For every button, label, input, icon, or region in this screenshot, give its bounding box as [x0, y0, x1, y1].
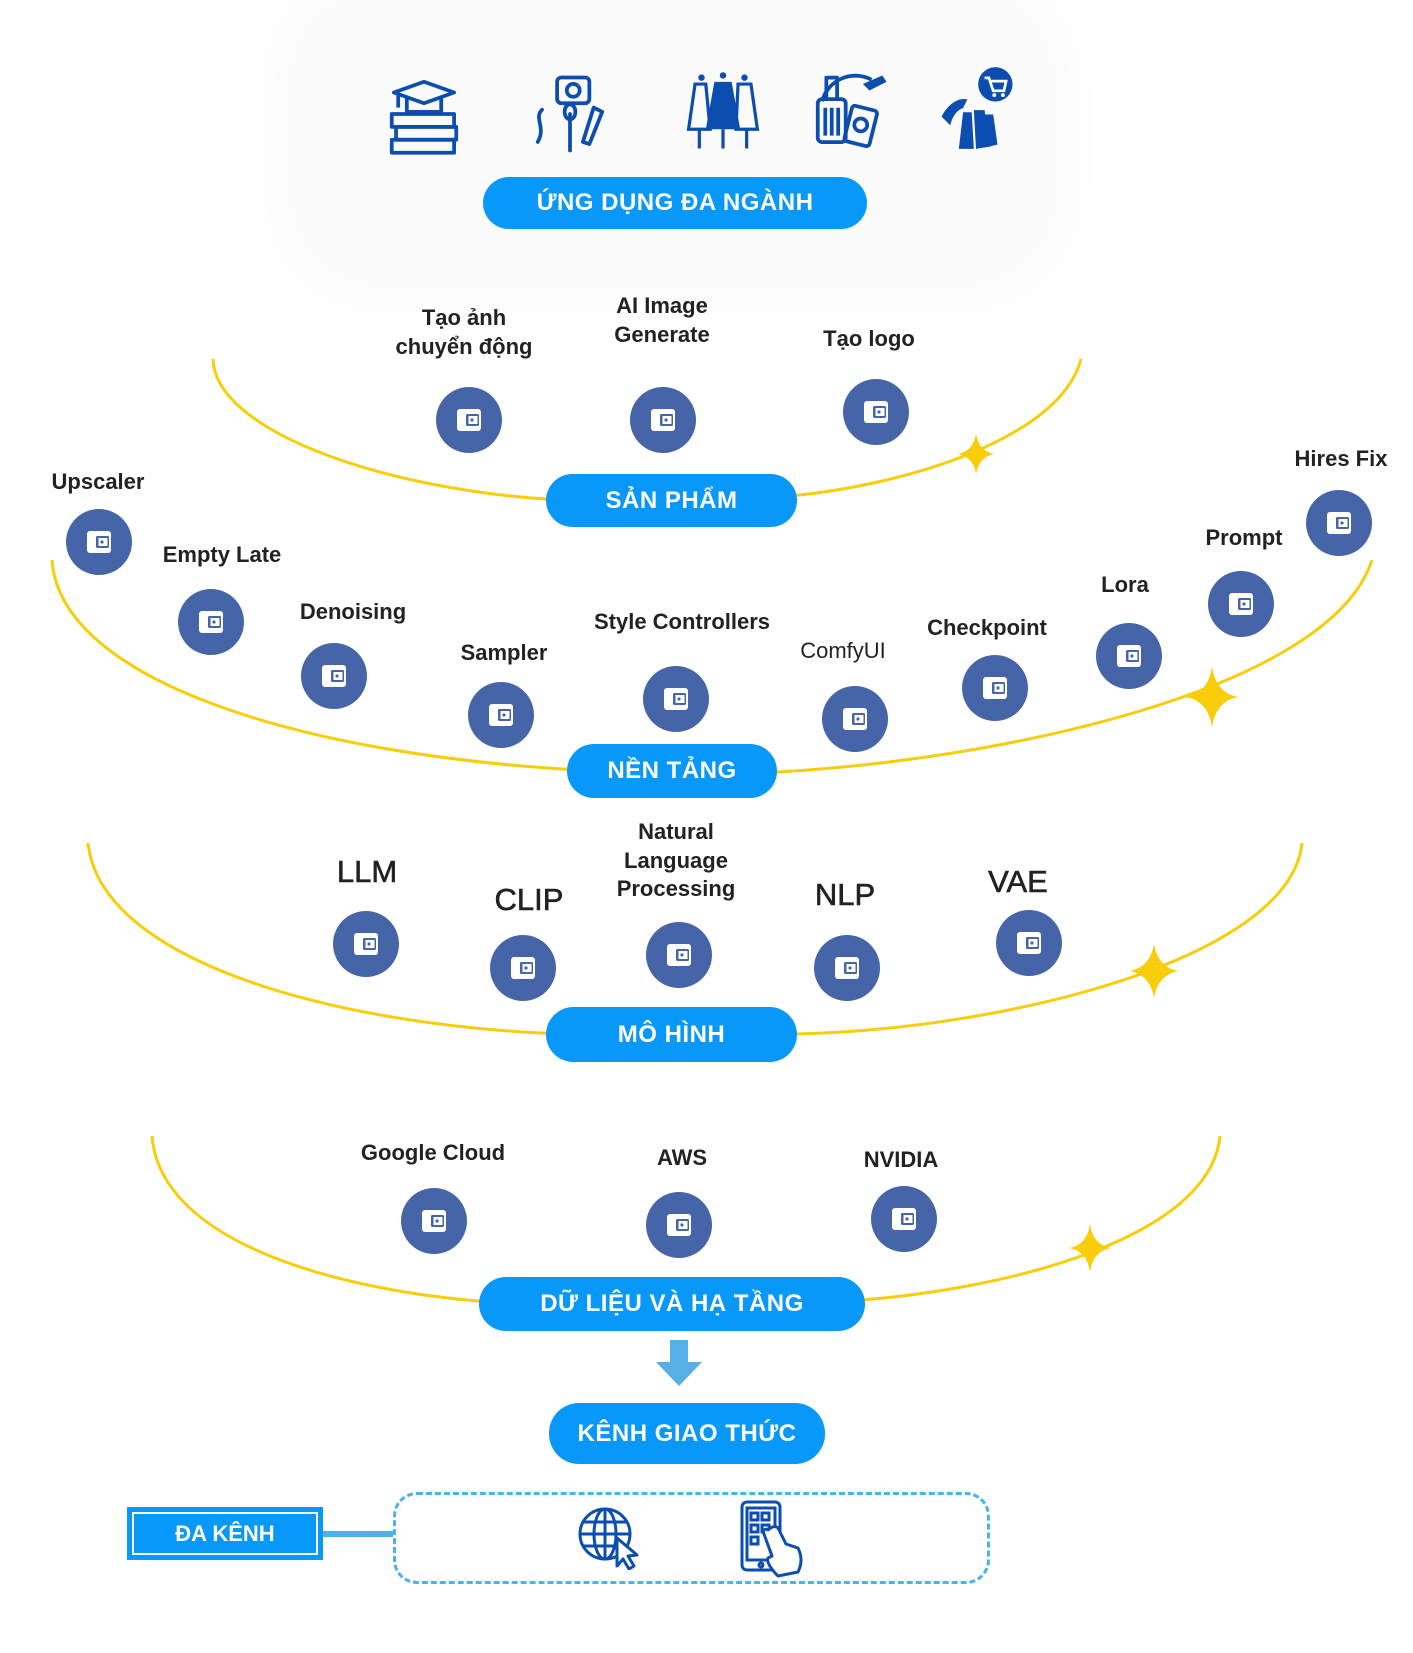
model-node[interactable] — [333, 911, 399, 977]
model-node[interactable] — [490, 935, 556, 1001]
platform-label: Denoising — [299, 599, 407, 624]
platform-node[interactable] — [962, 655, 1028, 721]
wallet-icon — [648, 405, 678, 435]
platform-label: Checkpoint — [927, 615, 1047, 640]
wallet-icon — [861, 397, 891, 427]
sparkle-icon — [1069, 1224, 1111, 1272]
infra-label: NVIDIA — [863, 1147, 939, 1172]
platform-node[interactable] — [1306, 490, 1372, 556]
platform-node[interactable] — [822, 686, 888, 752]
sparkle-icon — [1186, 667, 1238, 727]
wallet-icon — [1014, 928, 1044, 958]
product-node[interactable] — [436, 387, 502, 453]
platform-node[interactable] — [301, 643, 367, 709]
protocol-pill[interactable]: KÊNH GIAO THỨC — [549, 1403, 825, 1464]
platform-label: Hires Fix — [1294, 446, 1388, 471]
shopping-icon — [941, 67, 1013, 149]
arc-nen-tang — [50, 559, 1374, 774]
model-node[interactable] — [646, 922, 712, 988]
platform-label: Upscaler — [51, 469, 145, 494]
wallet-icon — [419, 1206, 449, 1236]
platform-node[interactable] — [1096, 623, 1162, 689]
platform-node[interactable] — [468, 682, 534, 748]
mobile-app-touch-icon[interactable] — [738, 1500, 808, 1580]
platform-label: ComfyUI — [800, 638, 886, 663]
sparkle-icon — [958, 434, 994, 474]
wallet-icon — [889, 1204, 919, 1234]
platform-label: Empty Late — [162, 542, 282, 567]
product-node[interactable] — [630, 387, 696, 453]
wallet-icon — [664, 940, 694, 970]
layer-pill-san-pham[interactable]: SẢN PHẨM — [546, 474, 797, 527]
sparkle-icon — [1130, 944, 1178, 998]
wallet-icon — [832, 953, 862, 983]
wallet-icon — [1226, 589, 1256, 619]
multichannel-box[interactable]: ĐA KÊNH — [127, 1507, 323, 1560]
channels-container — [393, 1492, 990, 1584]
wallet-icon — [840, 704, 870, 734]
platform-node[interactable] — [1208, 571, 1274, 637]
wallet-icon — [351, 929, 381, 959]
layer-pill-du-lieu[interactable]: DỮ LIỆU VÀ HẠ TẦNG — [479, 1277, 865, 1331]
creative-arts-icon — [535, 75, 605, 153]
model-node[interactable] — [996, 910, 1062, 976]
wallet-icon — [980, 673, 1010, 703]
infra-node[interactable] — [871, 1186, 937, 1252]
platform-label: Prompt — [1205, 525, 1283, 550]
layer-pill-nen-tang[interactable]: NỀN TẢNG — [567, 744, 777, 798]
infra-node[interactable] — [401, 1188, 467, 1254]
platform-node[interactable] — [178, 589, 244, 655]
wallet-icon — [508, 953, 538, 983]
wallet-icon — [664, 1210, 694, 1240]
wallet-icon — [196, 607, 226, 637]
infra-label: AWS — [656, 1145, 708, 1170]
layer-pill-mo-hinh[interactable]: MÔ HÌNH — [546, 1007, 797, 1062]
arc-mo-hinh — [86, 842, 1304, 1036]
infra-node[interactable] — [646, 1192, 712, 1258]
product-node[interactable] — [843, 379, 909, 445]
web-globe-cursor-icon[interactable] — [577, 1504, 643, 1570]
arrow-down-icon — [656, 1340, 702, 1386]
wallet-icon — [1114, 641, 1144, 671]
industries-background — [290, 0, 1055, 285]
wallet-icon — [486, 700, 516, 730]
platform-node[interactable] — [66, 509, 132, 575]
travel-icon — [815, 73, 887, 149]
product-label: Tạo logo — [823, 326, 915, 351]
wallet-icon — [454, 405, 484, 435]
education-icon — [389, 79, 459, 155]
model-node[interactable] — [814, 935, 880, 1001]
industries-pill[interactable]: ỨNG DỤNG ĐA NGÀNH — [483, 177, 867, 229]
connector-line — [323, 1531, 393, 1537]
platform-node[interactable] — [643, 666, 709, 732]
model-label: LLM — [336, 854, 398, 890]
wallet-icon — [1324, 508, 1354, 538]
model-label: NLP — [814, 877, 876, 913]
model-label: CLIP — [494, 882, 564, 918]
infra-label: Google Cloud — [360, 1140, 506, 1165]
wallet-icon — [661, 684, 691, 714]
platform-label: Lora — [1101, 572, 1149, 597]
wallet-icon — [319, 661, 349, 691]
fashion-icon — [686, 72, 760, 149]
wallet-icon — [84, 527, 114, 557]
model-label: VAE — [988, 864, 1048, 900]
platform-label: Style Controllers — [593, 609, 771, 634]
platform-label: Sampler — [460, 640, 548, 665]
